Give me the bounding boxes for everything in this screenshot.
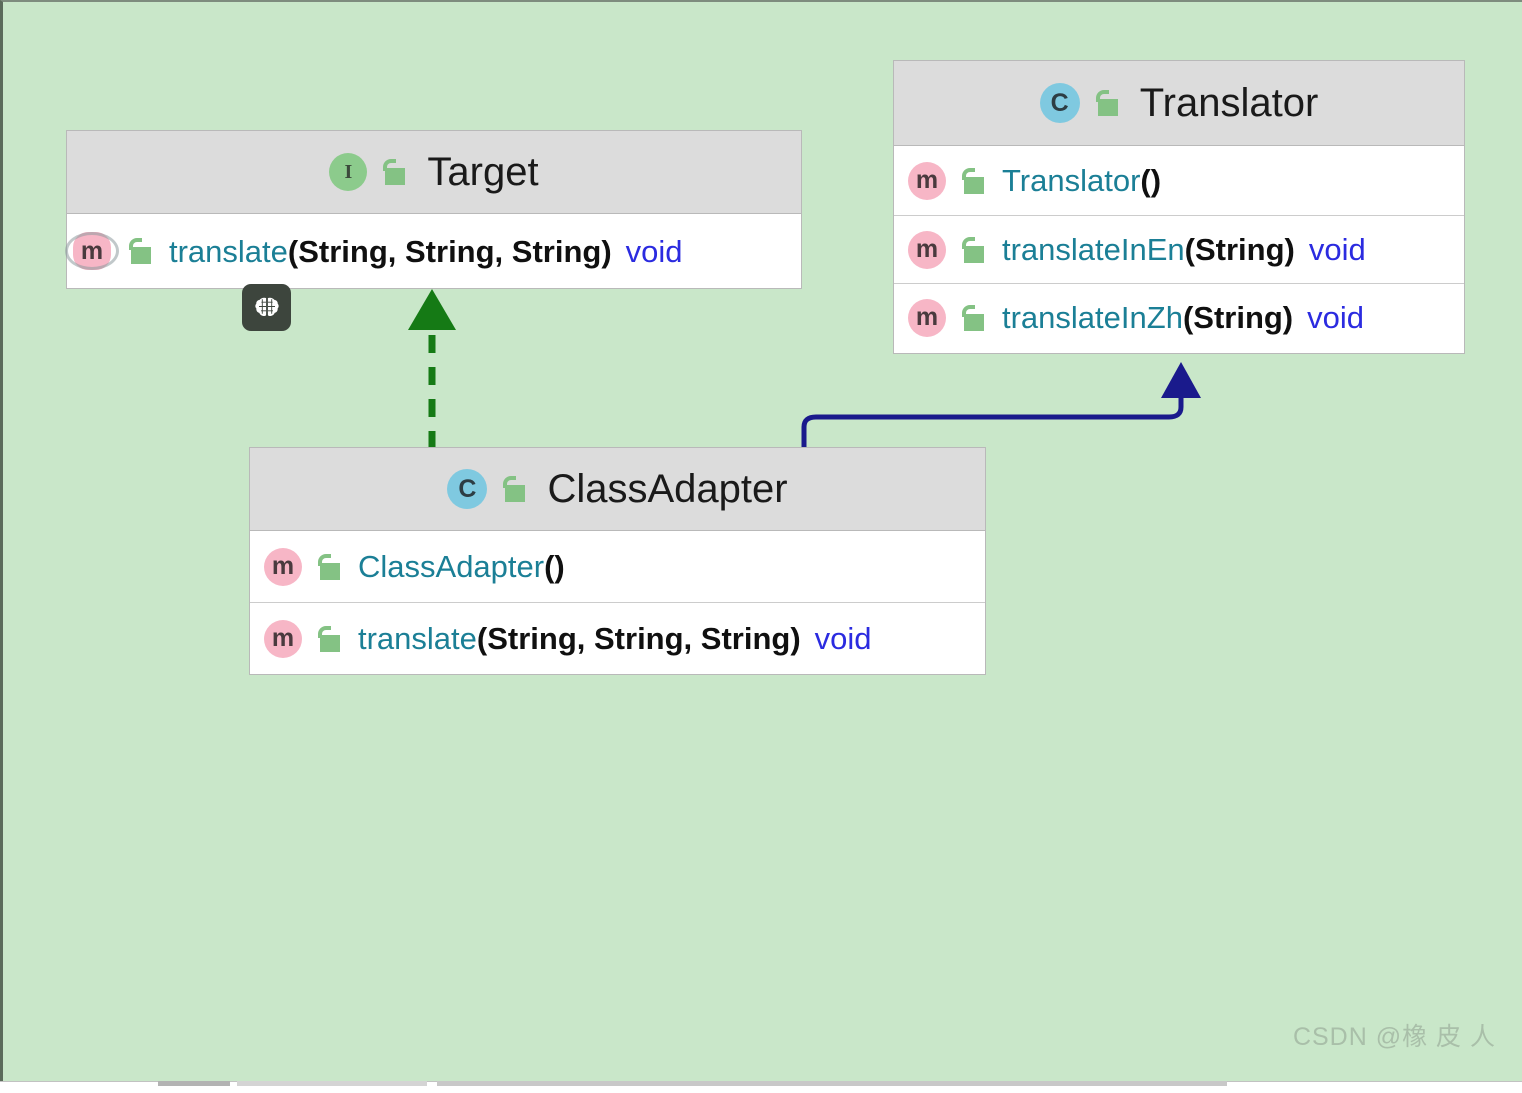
method-signature: (String) bbox=[1184, 232, 1295, 267]
open-padlock-icon bbox=[314, 625, 340, 653]
interface-icon: I bbox=[329, 153, 368, 191]
class-name-classadapter: ClassAdapter bbox=[547, 466, 788, 511]
method-signature: () bbox=[1140, 163, 1162, 198]
method-name: Translator bbox=[1002, 163, 1141, 198]
method-name: translateInEn bbox=[1002, 232, 1185, 267]
uml-class-classadapter[interactable]: C ClassAdapter m ClassAdapter() m bbox=[249, 447, 986, 675]
class-member-row[interactable]: m translate(String, String, String) void bbox=[250, 602, 985, 674]
bottom-chrome-strip bbox=[0, 1081, 1522, 1093]
class-icon: C bbox=[447, 469, 488, 509]
method-signature: (String, String, String) bbox=[287, 233, 612, 269]
strip-segment bbox=[237, 1081, 427, 1086]
brain-icon bbox=[254, 297, 279, 316]
method-icon: m bbox=[908, 161, 946, 200]
method-signature: () bbox=[544, 549, 565, 584]
class-member-row[interactable]: m translate(String, String, String) void bbox=[65, 214, 801, 288]
class-member-row[interactable]: m Translator() bbox=[894, 146, 1464, 215]
method-icon: m bbox=[264, 547, 302, 586]
class-icon: C bbox=[1039, 83, 1080, 123]
open-padlock-icon bbox=[958, 236, 984, 264]
method-icon: m bbox=[908, 298, 946, 337]
method-signature: (String) bbox=[1182, 300, 1294, 335]
open-padlock-icon bbox=[958, 304, 984, 332]
watermark-text: CSDN @橡 皮 人 bbox=[1292, 1023, 1496, 1051]
class-header-translator: C Translator bbox=[894, 61, 1464, 146]
uml-class-translator[interactable]: C Translator m Translator() m bbox=[893, 60, 1465, 354]
class-member-row[interactable]: m ClassAdapter() bbox=[250, 531, 985, 602]
method-name: translateInZh bbox=[1002, 300, 1183, 335]
method-icon: m bbox=[264, 619, 302, 658]
method-signature: (String, String, String) bbox=[476, 621, 801, 656]
strip-segment bbox=[158, 1081, 230, 1086]
method-name: translate bbox=[169, 233, 288, 269]
method-icon: m bbox=[908, 230, 946, 269]
class-member-row[interactable]: m translateInZh(String) void bbox=[894, 283, 1464, 351]
method-name: ClassAdapter bbox=[358, 549, 545, 584]
class-header-classadapter: C ClassAdapter bbox=[250, 448, 985, 531]
method-return-type: void bbox=[625, 233, 683, 269]
method-return-type: void bbox=[1307, 300, 1365, 335]
uml-class-target[interactable]: I Target m translate(String, String, Str… bbox=[65, 130, 802, 289]
class-header-target: I Target bbox=[67, 131, 801, 214]
class-badge-letter: C bbox=[1039, 83, 1080, 123]
method-return-type: void bbox=[1308, 232, 1366, 267]
interface-badge-letter: I bbox=[329, 153, 368, 191]
open-padlock-icon bbox=[1092, 89, 1118, 117]
ai-assistant-badge[interactable] bbox=[242, 284, 291, 331]
open-padlock-icon bbox=[314, 553, 340, 581]
class-name-translator: Translator bbox=[1139, 80, 1319, 125]
method-name: translate bbox=[358, 621, 477, 656]
strip-segment bbox=[437, 1081, 1227, 1086]
method-icon: m bbox=[65, 232, 119, 270]
class-name-target: Target bbox=[427, 149, 539, 194]
class-badge-letter: C bbox=[447, 469, 488, 509]
open-padlock-icon bbox=[379, 158, 406, 186]
open-padlock-icon bbox=[958, 167, 984, 195]
method-return-type: void bbox=[814, 621, 872, 656]
class-member-row[interactable]: m translateInEn(String) void bbox=[894, 215, 1464, 283]
open-padlock-icon bbox=[499, 475, 526, 503]
open-padlock-icon bbox=[125, 237, 151, 265]
generalization-connector-classadapter-to-translator bbox=[801, 362, 1201, 452]
realization-connector-classadapter-to-target bbox=[408, 289, 456, 449]
